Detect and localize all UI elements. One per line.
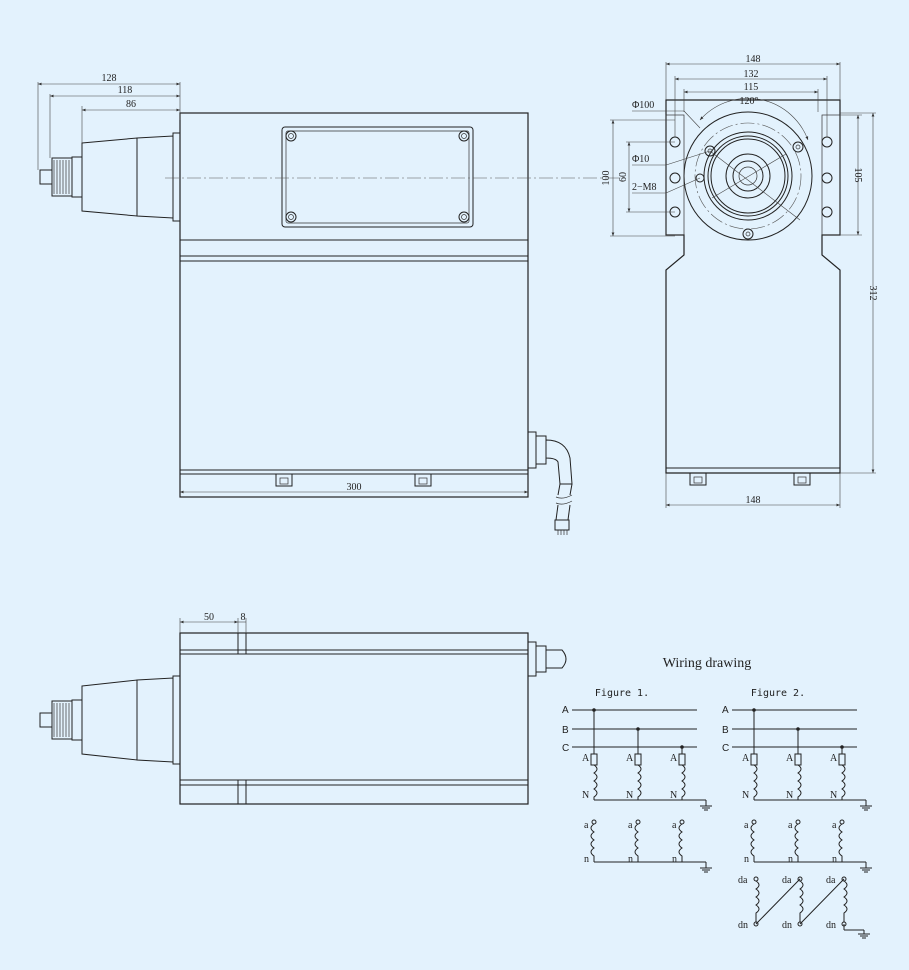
svg-text:N: N (830, 790, 837, 801)
angle-label: 120° (740, 96, 759, 107)
side-housing (665, 99, 841, 474)
dimension-312: 312 (840, 112, 878, 474)
dimension-300: 300 (180, 482, 528, 494)
dimension-148-top: 148 (665, 54, 841, 100)
dimension-148-bottom: 148 (665, 473, 841, 508)
top-housing (179, 632, 529, 805)
svg-text:105: 105 (852, 168, 863, 183)
line-label-c: C (562, 743, 569, 754)
flange-circle (683, 111, 813, 241)
svg-text:A: A (582, 753, 590, 764)
svg-text:dn: dn (782, 920, 792, 931)
svg-text:N: N (786, 790, 793, 801)
svg-text:A: A (786, 753, 794, 764)
svg-text:Φ10: Φ10 (632, 154, 649, 165)
dimension-86: 86 (81, 99, 180, 143)
svg-text:N: N (582, 790, 589, 801)
svg-text:A: A (626, 753, 634, 764)
svg-text:a: a (788, 820, 793, 831)
svg-text:n: n (628, 854, 633, 865)
top-connector-cone (39, 675, 181, 765)
cover-screw-icon (285, 130, 470, 223)
cover-plate (281, 126, 474, 228)
svg-text:n: n (788, 854, 793, 865)
svg-text:60: 60 (618, 172, 629, 182)
svg-text:n: n (832, 854, 837, 865)
svg-text:50: 50 (204, 612, 214, 623)
svg-text:n: n (744, 854, 749, 865)
dimension-100: 100 (601, 119, 675, 237)
svg-text:N: N (742, 790, 749, 801)
line-label-b: B (722, 725, 729, 736)
cable-gland (527, 431, 573, 535)
svg-text:128: 128 (102, 73, 117, 84)
svg-text:Φ100: Φ100 (632, 100, 654, 111)
line-label-a: A (562, 705, 569, 716)
phi10-label: Φ10 (632, 150, 711, 166)
svg-text:N: N (626, 790, 633, 801)
figure-1: Figure 1. A B C (562, 688, 712, 873)
dimension-8: 8 (238, 612, 247, 633)
wiring-drawing: Wiring drawing Figure 1. A B C (562, 656, 872, 939)
svg-text:86: 86 (126, 99, 136, 110)
svg-text:da: da (782, 875, 792, 886)
voltage-transformer-icon (750, 708, 872, 939)
svg-text:n: n (672, 854, 677, 865)
svg-text:300: 300 (347, 482, 362, 493)
figure-2: Figure 2. A B C (722, 688, 872, 939)
m8-hole-icon (695, 141, 804, 240)
dimension-105: 105 (840, 114, 863, 236)
svg-text:a: a (628, 820, 633, 831)
wiring-title: Wiring drawing (663, 656, 751, 671)
svg-text:148: 148 (746, 495, 761, 506)
svg-text:a: a (832, 820, 837, 831)
svg-text:da: da (826, 875, 836, 886)
svg-text:115: 115 (744, 82, 759, 93)
svg-text:n: n (584, 854, 589, 865)
side-foot-icon (689, 472, 811, 486)
svg-text:da: da (738, 875, 748, 886)
svg-text:148: 148 (746, 54, 761, 65)
m8-label: 2−M8 (632, 177, 701, 194)
svg-text:A: A (670, 753, 678, 764)
line-label-b: B (562, 725, 569, 736)
top-view: 50 8 (39, 612, 567, 805)
top-cable-gland (527, 641, 567, 677)
dimension-128: 128 (37, 73, 181, 170)
figure-2-title: Figure 2. (751, 688, 805, 699)
svg-text:A: A (742, 753, 750, 764)
svg-text:dn: dn (738, 920, 748, 931)
dimension-132: 132 (674, 69, 828, 137)
svg-text:a: a (744, 820, 749, 831)
figure-1-title: Figure 1. (595, 688, 649, 699)
dimension-50: 50 (179, 612, 239, 633)
svg-text:132: 132 (744, 69, 759, 80)
svg-text:312: 312 (867, 286, 878, 301)
svg-text:2−M8: 2−M8 (632, 182, 657, 193)
voltage-transformer-icon (590, 708, 712, 873)
mounting-foot-icon (275, 473, 432, 487)
svg-text:a: a (672, 820, 677, 831)
front-view: 128 118 86 300 (37, 73, 620, 535)
svg-text:A: A (830, 753, 838, 764)
svg-text:N: N (670, 790, 677, 801)
svg-text:118: 118 (118, 85, 133, 96)
svg-text:8: 8 (241, 612, 246, 623)
svg-text:dn: dn (826, 920, 836, 931)
dimension-115: 115 (683, 82, 819, 112)
line-label-a: A (722, 705, 729, 716)
front-housing (179, 112, 529, 498)
dimension-60: 60 (618, 141, 675, 213)
connector-cone (39, 132, 181, 222)
dimension-118: 118 (49, 85, 180, 158)
svg-text:100: 100 (601, 171, 612, 186)
side-view: 148 132 115 120° Φ100 Φ10 2−M8 (601, 54, 878, 508)
line-label-c: C (722, 743, 729, 754)
phi100-label: Φ100 (632, 100, 701, 129)
svg-text:a: a (584, 820, 589, 831)
